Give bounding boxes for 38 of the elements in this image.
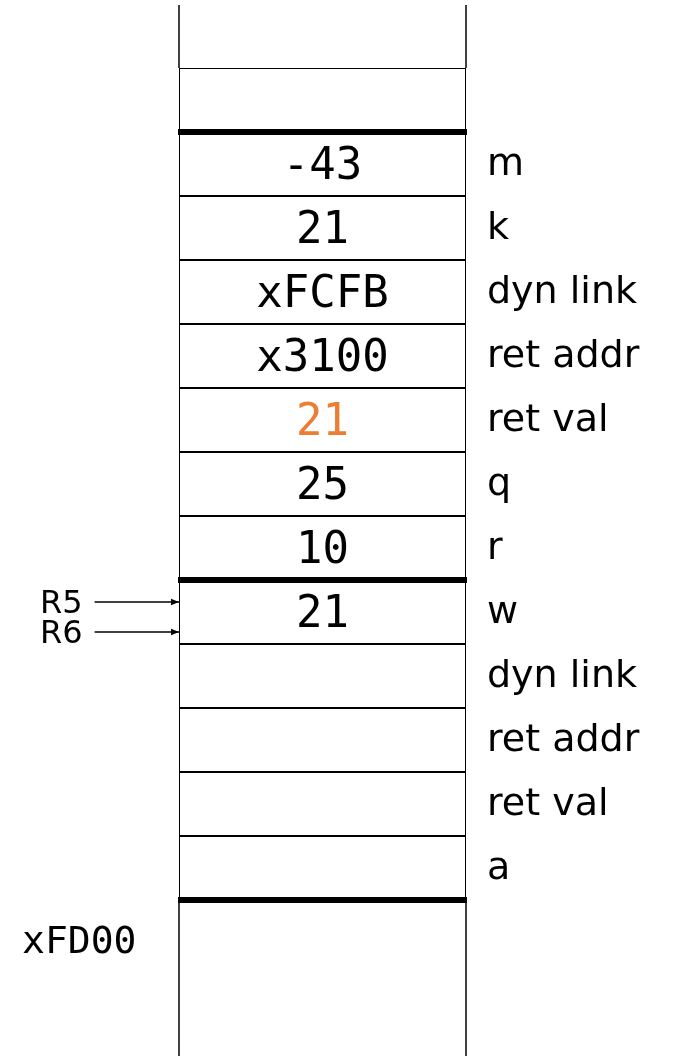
cell-value: 25 (296, 460, 349, 508)
variable-label: ret addr (487, 716, 640, 760)
variable-label: ret val (487, 396, 609, 440)
cell-value: x3100 (256, 332, 389, 380)
arrow (93, 628, 180, 636)
stack-cell (179, 644, 466, 708)
cell-value: 21 (296, 396, 349, 444)
stack-cell (179, 260, 466, 324)
cell-value: 10 (296, 524, 349, 572)
cell-value: 21 (296, 204, 349, 252)
cell-value: xFCFB (256, 268, 389, 316)
stack-cell (179, 580, 466, 644)
variable-label: k (487, 204, 509, 248)
stack-cell (179, 452, 466, 516)
stack-cell (179, 196, 466, 260)
cell-value: 21 (296, 588, 349, 636)
address-label: xFD00 (22, 918, 137, 962)
variable-label: m (487, 140, 525, 184)
variable-label: w (487, 588, 519, 632)
stack-cell (179, 516, 466, 580)
stack-cell (179, 708, 466, 772)
stack-cell (179, 68, 466, 132)
cell-value: -43 (282, 140, 363, 188)
variable-label: q (487, 460, 512, 504)
variable-label: dyn link (487, 268, 637, 312)
register-label: R6 (40, 617, 83, 647)
stack-cell (179, 324, 466, 388)
arrow (93, 598, 180, 606)
variable-label: dyn link (487, 652, 637, 696)
stack-cell (179, 132, 466, 196)
register-label: R5 (40, 587, 83, 617)
variable-label: a (487, 844, 511, 888)
variable-label: ret addr (487, 332, 640, 376)
variable-label: r (487, 524, 503, 568)
stack-cell (179, 836, 466, 900)
stack-cell (179, 772, 466, 836)
stack-cell (179, 388, 466, 452)
variable-label: ret val (487, 780, 609, 824)
